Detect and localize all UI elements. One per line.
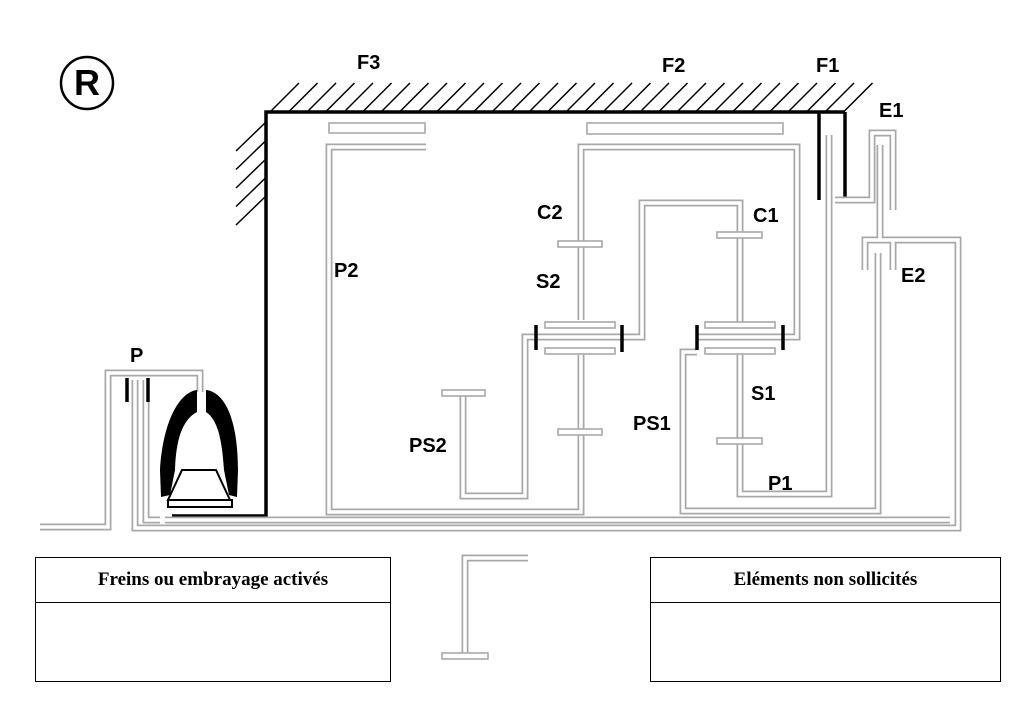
ps2-sun-gear: [441, 389, 486, 397]
idle-elements-body: [651, 603, 1000, 679]
shaft-inner: [579, 145, 799, 339]
label-e2: E2: [901, 265, 925, 287]
hatch-line: [235, 176, 267, 208]
hatch-line: [417, 82, 448, 113]
hatch-line: [787, 82, 818, 113]
shaft-inner: [463, 556, 528, 655]
hatch-line: [306, 82, 337, 113]
bearings: [125, 325, 785, 402]
ring-gear-f2: [586, 122, 784, 135]
hatch-line: [454, 82, 485, 113]
hatch-line: [343, 82, 374, 113]
hatch-line: [235, 139, 267, 171]
idle-elements-table: Eléments non sollicités: [650, 557, 1001, 682]
shaft-inner: [133, 238, 960, 530]
active-brakes-table: Freins ou embrayage activés: [35, 557, 391, 682]
converter-impeller-right: [206, 390, 238, 497]
hatch-line: [768, 82, 800, 113]
hatch-line: [565, 82, 596, 113]
hatch-line: [676, 82, 707, 113]
planet-p1-bottom: [716, 437, 763, 445]
hatch-line: [546, 82, 578, 113]
hatch-line: [620, 82, 652, 113]
legend-shaft: [461, 554, 528, 655]
shaft-inner: [738, 135, 831, 496]
svg-text:R: R: [74, 62, 100, 103]
hatch-line: [269, 82, 300, 113]
planet-c2-top: [557, 240, 603, 248]
hatch-line: [731, 82, 763, 113]
c2-carrier-shaft: [577, 143, 801, 341]
gears: [328, 122, 784, 660]
hatch-line: [491, 82, 522, 113]
converter-stator: [166, 469, 232, 501]
shaft-inner: [835, 131, 895, 210]
hatch-line: [805, 82, 837, 113]
sun-s1-bottom: [704, 347, 776, 355]
label-ps1: PS1: [633, 413, 671, 435]
ring-gear-f3: [328, 122, 426, 134]
hatch-line: [435, 82, 467, 113]
label-c2: C2: [537, 202, 563, 224]
casing-hatching: [235, 82, 874, 226]
casing-frame: [172, 110, 845, 518]
sun-s1-top: [704, 321, 776, 329]
label-c1: C1: [753, 205, 779, 227]
hatch-line: [750, 82, 781, 113]
label-ps2: PS2: [409, 435, 447, 457]
converter-base: [167, 499, 233, 508]
hatch-line: [361, 82, 393, 113]
hatch-line: [287, 82, 319, 113]
label-e1: E1: [879, 100, 903, 122]
hatch-line: [398, 82, 430, 113]
hatch-line: [713, 82, 744, 113]
label-p1: P1: [768, 473, 792, 495]
shaft-inner: [327, 145, 583, 514]
sun-s2-top: [544, 321, 616, 329]
hatch-line: [509, 82, 541, 113]
label-p: P: [130, 345, 143, 367]
idle-elements-header: Eléments non sollicités: [651, 558, 1000, 603]
hatch-line: [528, 82, 559, 113]
hatch-line: [824, 82, 855, 113]
hatch-line: [235, 121, 267, 152]
hatch-line: [472, 82, 504, 113]
hatch-line: [639, 82, 670, 113]
hatch-line: [380, 82, 411, 113]
hatch-line: [842, 82, 874, 113]
label-s1: S1: [751, 383, 775, 405]
hatch-line: [235, 158, 267, 189]
active-brakes-body: [36, 603, 390, 679]
sun-s2-bottom: [544, 347, 616, 355]
converter-impeller-left: [160, 390, 197, 497]
hatch-line: [602, 82, 633, 113]
hatch-line: [583, 82, 615, 113]
label-f2: F2: [662, 55, 685, 77]
label-p2: P2: [334, 260, 358, 282]
planet-c1-top: [716, 231, 763, 239]
label-s2: S2: [536, 271, 560, 293]
torque-converter: [160, 390, 238, 508]
legend-gear: [441, 652, 489, 660]
label-f1: F1: [816, 55, 839, 77]
hatch-line: [324, 82, 356, 113]
reverse-gear-logo: R: [59, 55, 115, 111]
hatch-line: [657, 82, 689, 113]
label-f3: F3: [357, 52, 380, 74]
active-brakes-header: Freins ou embrayage activés: [36, 558, 390, 603]
hatch-line: [694, 82, 726, 113]
planet-s2-bottom: [557, 428, 603, 436]
hatch-line: [235, 195, 267, 226]
shaft-inner: [40, 371, 202, 529]
shaft-inner: [144, 380, 160, 522]
shaft-inner: [681, 253, 880, 513]
